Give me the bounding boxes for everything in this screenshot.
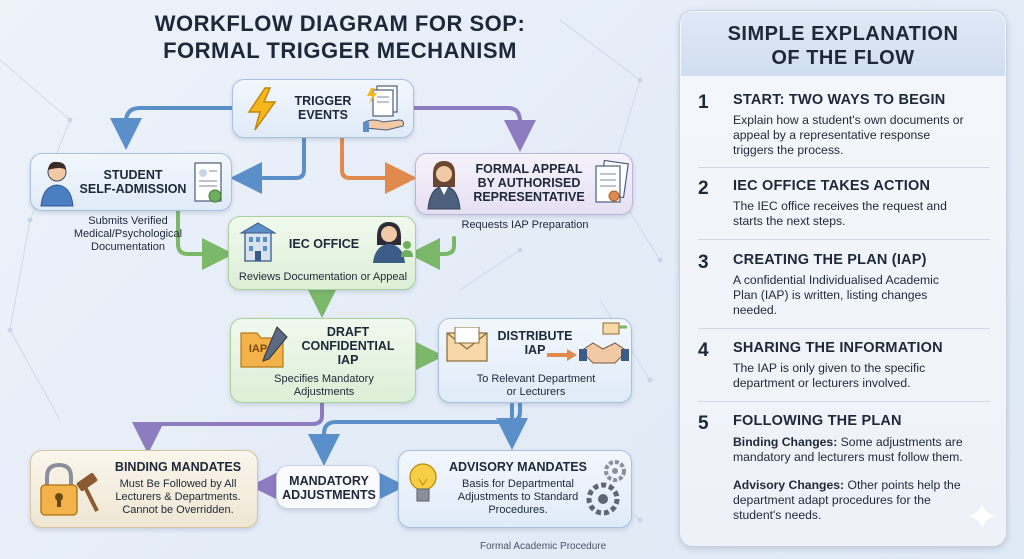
advisory-mandates-node: ADVISORY MANDATES Basis for Departmental… xyxy=(398,450,632,528)
handshake-icon xyxy=(579,322,629,364)
step-2-number: 2 xyxy=(698,178,709,199)
gears-icon xyxy=(586,460,626,516)
separator xyxy=(698,167,990,168)
iap-badge: IAP xyxy=(248,343,268,355)
advisory-title: ADVISORY MANDATES xyxy=(449,460,587,474)
officer-icon xyxy=(373,222,413,263)
arrow-trigger-to-student-2 xyxy=(230,136,306,194)
sparkle-icon xyxy=(968,502,996,530)
arrow-appeal-to-iec xyxy=(408,236,456,270)
explanation-panel-header xyxy=(681,12,1005,76)
iec-office-node: IEC OFFICE Reviews Documentation or Appe… xyxy=(228,216,416,290)
footer-label: Formal Academic Procedure xyxy=(480,541,607,552)
iec-title: IEC OFFICE xyxy=(288,237,360,251)
step-1-text: Explain how a student's own documents or… xyxy=(733,113,964,157)
step-5-advisory-text: Advisory Changes: Other points help the … xyxy=(733,478,961,522)
step-3-heading: CREATING THE PLAN (IAP) xyxy=(733,252,927,268)
lightning-bolt-icon xyxy=(247,87,277,131)
step-5-number: 5 xyxy=(698,413,709,434)
step-5-binding-text: Binding Changes: Some adjustments are ma… xyxy=(733,435,963,464)
arrow-trigger-to-appeal xyxy=(412,106,536,152)
arrow-trigger-to-student xyxy=(110,106,234,150)
arrow-trigger-to-appeal-2 xyxy=(340,136,417,194)
separator xyxy=(698,328,990,329)
building-icon xyxy=(239,222,277,262)
step-3-number: 3 xyxy=(698,252,709,273)
arrow-student-to-iec xyxy=(176,210,234,270)
step-4-number: 4 xyxy=(698,340,709,361)
step-4-heading: SHARING THE INFORMATION xyxy=(733,340,943,356)
representative-icon xyxy=(427,161,461,210)
envelope-icon xyxy=(446,327,488,362)
documents-icon xyxy=(595,160,629,203)
student-icon xyxy=(40,161,74,207)
diagram-title: WORKFLOW DIAGRAM FOR SOP: FORMAL TRIGGER… xyxy=(80,10,600,64)
step-2-heading: IEC OFFICE TAKES ACTION xyxy=(733,178,931,194)
iap-folder-icon xyxy=(240,326,288,368)
documents-hand-icon xyxy=(363,85,404,132)
step-5-heading: FOLLOWING THE PLAN xyxy=(733,413,902,429)
lock-gavel-icon xyxy=(40,462,99,516)
explanation-panel xyxy=(679,10,1007,547)
orange-arrow-icon xyxy=(547,349,577,361)
document-certificate-icon xyxy=(194,162,222,203)
step-1-heading: START: TWO WAYS TO BEGIN xyxy=(733,92,946,108)
title-line-2: FORMAL TRIGGER MECHANISM xyxy=(163,38,517,63)
separator xyxy=(698,401,990,402)
step-1-number: 1 xyxy=(698,92,709,113)
arrow-draft-to-binding xyxy=(132,401,324,454)
binding-title: BINDING MANDATES xyxy=(114,460,242,474)
binding-mandates-node: BINDING MANDATES Must Be Followed by All… xyxy=(30,450,258,528)
separator xyxy=(698,239,990,240)
arrow-distribute-to-mandatory xyxy=(308,401,522,466)
iec-subtitle: Reviews Documentation or Appeal xyxy=(238,271,408,283)
title-line-1: WORKFLOW DIAGRAM FOR SOP: xyxy=(154,11,526,36)
appeal-caption: Requests IAP Preparation xyxy=(461,219,589,231)
lightbulb-icon xyxy=(409,463,437,502)
